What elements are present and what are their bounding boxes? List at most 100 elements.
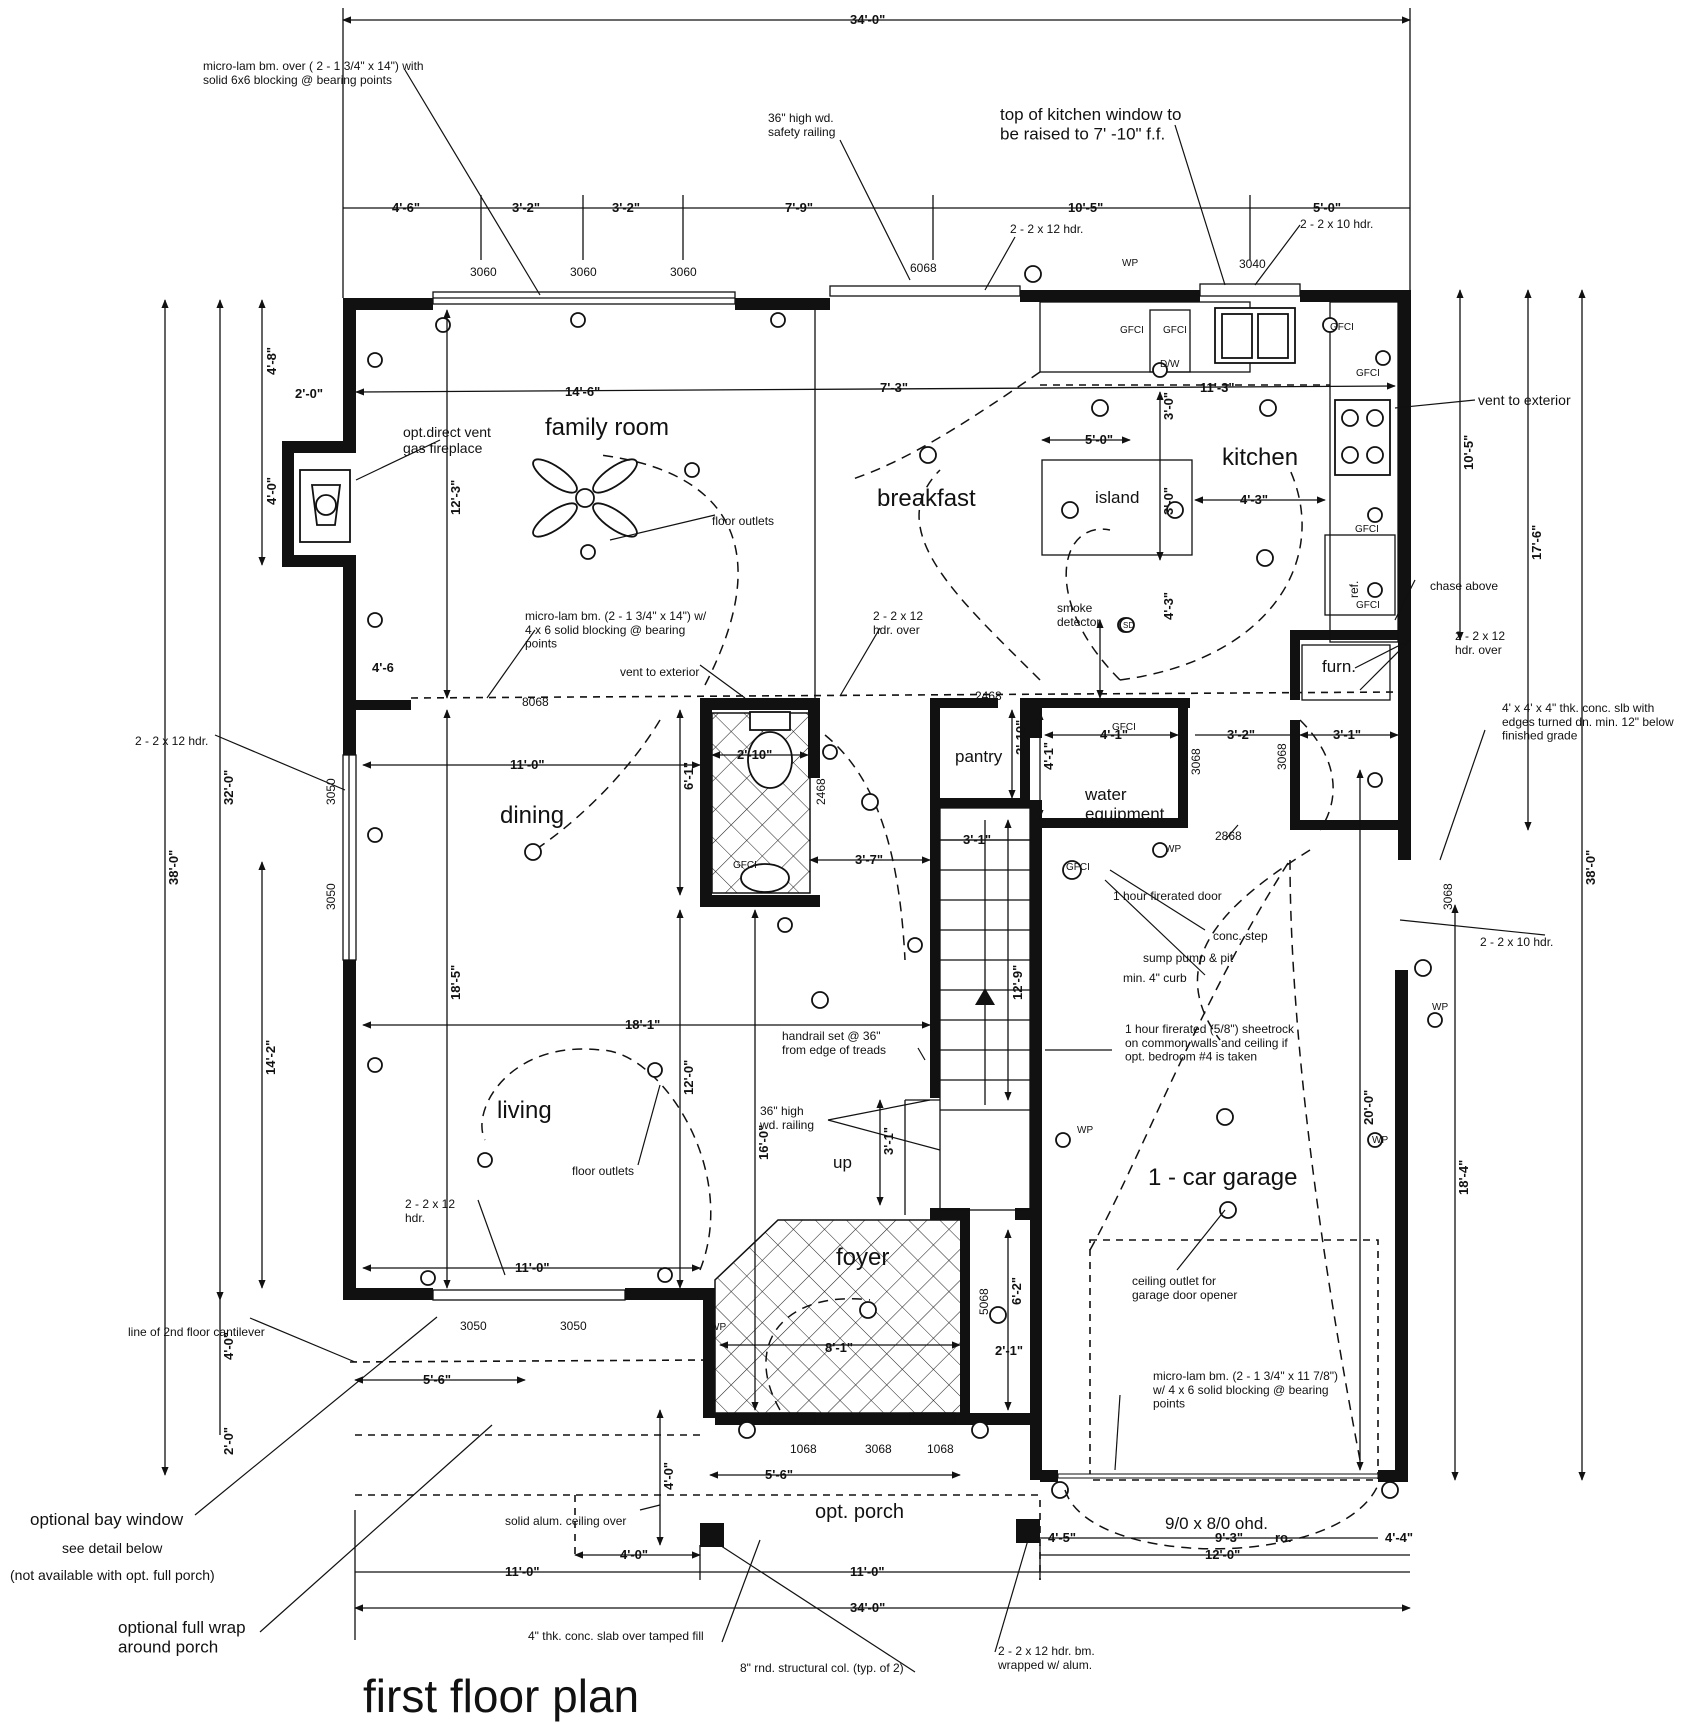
wp-label-1: WP <box>1122 258 1138 269</box>
tag-3068-a: 3068 <box>1189 748 1203 775</box>
stairs <box>904 807 1031 1215</box>
dim-water-4-1-v: 4'-1" <box>1041 742 1056 770</box>
note-bay-detail: see detail below <box>62 1540 163 1556</box>
tag-5068: 5068 <box>977 1288 991 1315</box>
fixtures <box>299 265 1432 1547</box>
tag-3050-b: 3050 <box>324 883 338 910</box>
dw-label: D/W <box>1160 359 1180 370</box>
note-column: 8" rnd. structural col. (typ. of 2) <box>740 1661 904 1675</box>
dim-water-4-1: 4'-1" <box>1100 727 1128 742</box>
dim-top-seg-6: 5'-0" <box>1313 200 1341 215</box>
dim-overall-top: 34'-0" <box>850 12 885 27</box>
tag-3060-b: 3060 <box>570 265 597 279</box>
tag-3060-a: 3060 <box>470 265 497 279</box>
dim-porch-4-0: 4'-0" <box>661 1462 676 1490</box>
dim-garage-4-4: 4'-4" <box>1385 1530 1413 1545</box>
windows <box>342 283 1301 1424</box>
note-firedoor: 1 hour firerated door <box>1113 889 1222 903</box>
note-conc-step: conc. step <box>1213 929 1268 943</box>
tag-3068-d: 3068 <box>865 1442 892 1456</box>
dim-stair-run: 12'-9" <box>1010 965 1025 1000</box>
dim-family-depth: 12'-3" <box>448 480 463 515</box>
dim-hall-3-7: 3'-7" <box>855 852 883 867</box>
note-bay-window: optional bay window <box>30 1510 184 1529</box>
dim-top-seg-5: 10'-5" <box>1068 200 1103 215</box>
note-vent-bath: vent to exterior <box>620 665 699 679</box>
dim-left-4-0-b: 4'-0" <box>221 1332 236 1360</box>
dim-top-seg-3: 3'-2" <box>612 200 640 215</box>
dim-living-width: 18'-1" <box>625 1017 660 1032</box>
dim-front-4-0: 4'-0" <box>620 1547 648 1562</box>
dim-pantry-2-10: 2'-10" <box>1013 720 1028 755</box>
room-porch: opt. porch <box>815 1501 904 1523</box>
note-hdr-2x10-right: 2 - 2 x 10 hdr. <box>1480 935 1553 949</box>
note-floor-outlets-b: floor outlets <box>572 1164 634 1178</box>
note-microlam-garage: micro-lam bm. (2 - 1 3/4" x 11 7/8")w/ 4… <box>1152 1369 1338 1411</box>
dim-garage-18-4: 18'-4" <box>1456 1160 1471 1195</box>
dim-porch-5-6: 5'-6" <box>423 1372 451 1387</box>
wp-label-2: WP <box>1165 844 1181 855</box>
dim-foyer-8-1: 8'-1" <box>825 1340 853 1355</box>
dim-bottom-11-0-a: 11'-0" <box>505 1564 540 1579</box>
dim-left-2-0: 2'-0" <box>221 1427 236 1455</box>
note-microlam-mid: micro-lam bm. (2 - 1 3/4" x 14") w/4 x 6… <box>525 609 707 651</box>
dim-hall-3-2: 3'-2" <box>1227 727 1255 742</box>
room-foyer: foyer <box>836 1244 889 1271</box>
gfci-label-7: GFCI <box>1112 722 1136 733</box>
dim-garage-4-5: 4'-5" <box>1048 1530 1076 1545</box>
dim-foyer-6-2: 6'-2" <box>1009 1277 1024 1305</box>
fixture-labels: GFCI GFCI GFCI GFCI GFCI GFCI GFCI GFCI … <box>710 258 1448 1333</box>
dim-living-bottom: 11'-0" <box>515 1260 550 1275</box>
walls <box>282 290 1411 1482</box>
page-title: first floor plan <box>363 1670 639 1722</box>
opening-tags: 3060 3060 3060 6068 3040 3050 3050 3050 … <box>324 257 1455 1456</box>
tag-3050-c: 3050 <box>460 1319 487 1333</box>
note-chase-above: chase above <box>1430 579 1498 593</box>
dim-bottom-12-0: 12'-0" <box>1205 1547 1240 1562</box>
tag-1068-a: 1068 <box>790 1442 817 1456</box>
room-living: living <box>497 1097 552 1124</box>
stair-up-label: up <box>833 1153 852 1172</box>
note-bay-not-available: (not available with opt. full porch) <box>10 1567 215 1583</box>
dim-top-seg-4: 7'-9" <box>785 200 813 215</box>
leader-lines <box>194 69 1546 1673</box>
room-pantry: pantry <box>955 747 1003 766</box>
dim-breakfast-width: 7'-3" <box>880 380 908 395</box>
smoke-detector-label: SD <box>1123 621 1134 630</box>
dim-overall-bottom: 34'-0" <box>850 1600 885 1615</box>
dim-garage-20-0: 20'-0" <box>1361 1090 1376 1125</box>
note-hdr-2x12-top: 2 - 2 x 12 hdr. <box>1010 222 1083 236</box>
dim-stair-3-1: 3'-1" <box>963 832 991 847</box>
room-furn: furn. <box>1322 657 1356 676</box>
gfci-label-2: GFCI <box>1163 325 1187 336</box>
dim-right-38-0: 38'-0" <box>1583 850 1598 885</box>
dim-garage-ro: ro. <box>1275 1530 1292 1545</box>
gfci-label-6: GFCI <box>1356 600 1380 611</box>
dim-right-17-6: 17'-6" <box>1529 525 1544 560</box>
dim-dining-width: 11'-0" <box>510 757 545 772</box>
dim-kitchen-depth: 10'-5" <box>1461 435 1476 470</box>
gfci-label-8: GFCI <box>1066 862 1090 873</box>
dim-furn-3-1: 3'-1" <box>1333 727 1361 742</box>
dim-garage-9-3: 9'-3" <box>1215 1530 1243 1545</box>
tag-3060-c: 3060 <box>670 265 697 279</box>
dim-left-38-0: 38'-0" <box>166 850 181 885</box>
note-floor-outlets-a: floor outlets <box>712 514 774 528</box>
tag-2868: 2868 <box>1215 829 1242 843</box>
dim-bottom-11-0-b: 11'-0" <box>850 1564 885 1579</box>
note-hdr-2x10-top: 2 - 2 x 10 hdr. <box>1300 217 1373 231</box>
room-breakfast: breakfast <box>877 485 976 512</box>
tag-3068-b: 3068 <box>1275 743 1289 770</box>
room-labels: family room breakfast kitchen island din… <box>497 414 1361 1523</box>
dim-left-4-0: 4'-0" <box>264 477 279 505</box>
dim-living-14-2: 14'-2" <box>263 1040 278 1075</box>
